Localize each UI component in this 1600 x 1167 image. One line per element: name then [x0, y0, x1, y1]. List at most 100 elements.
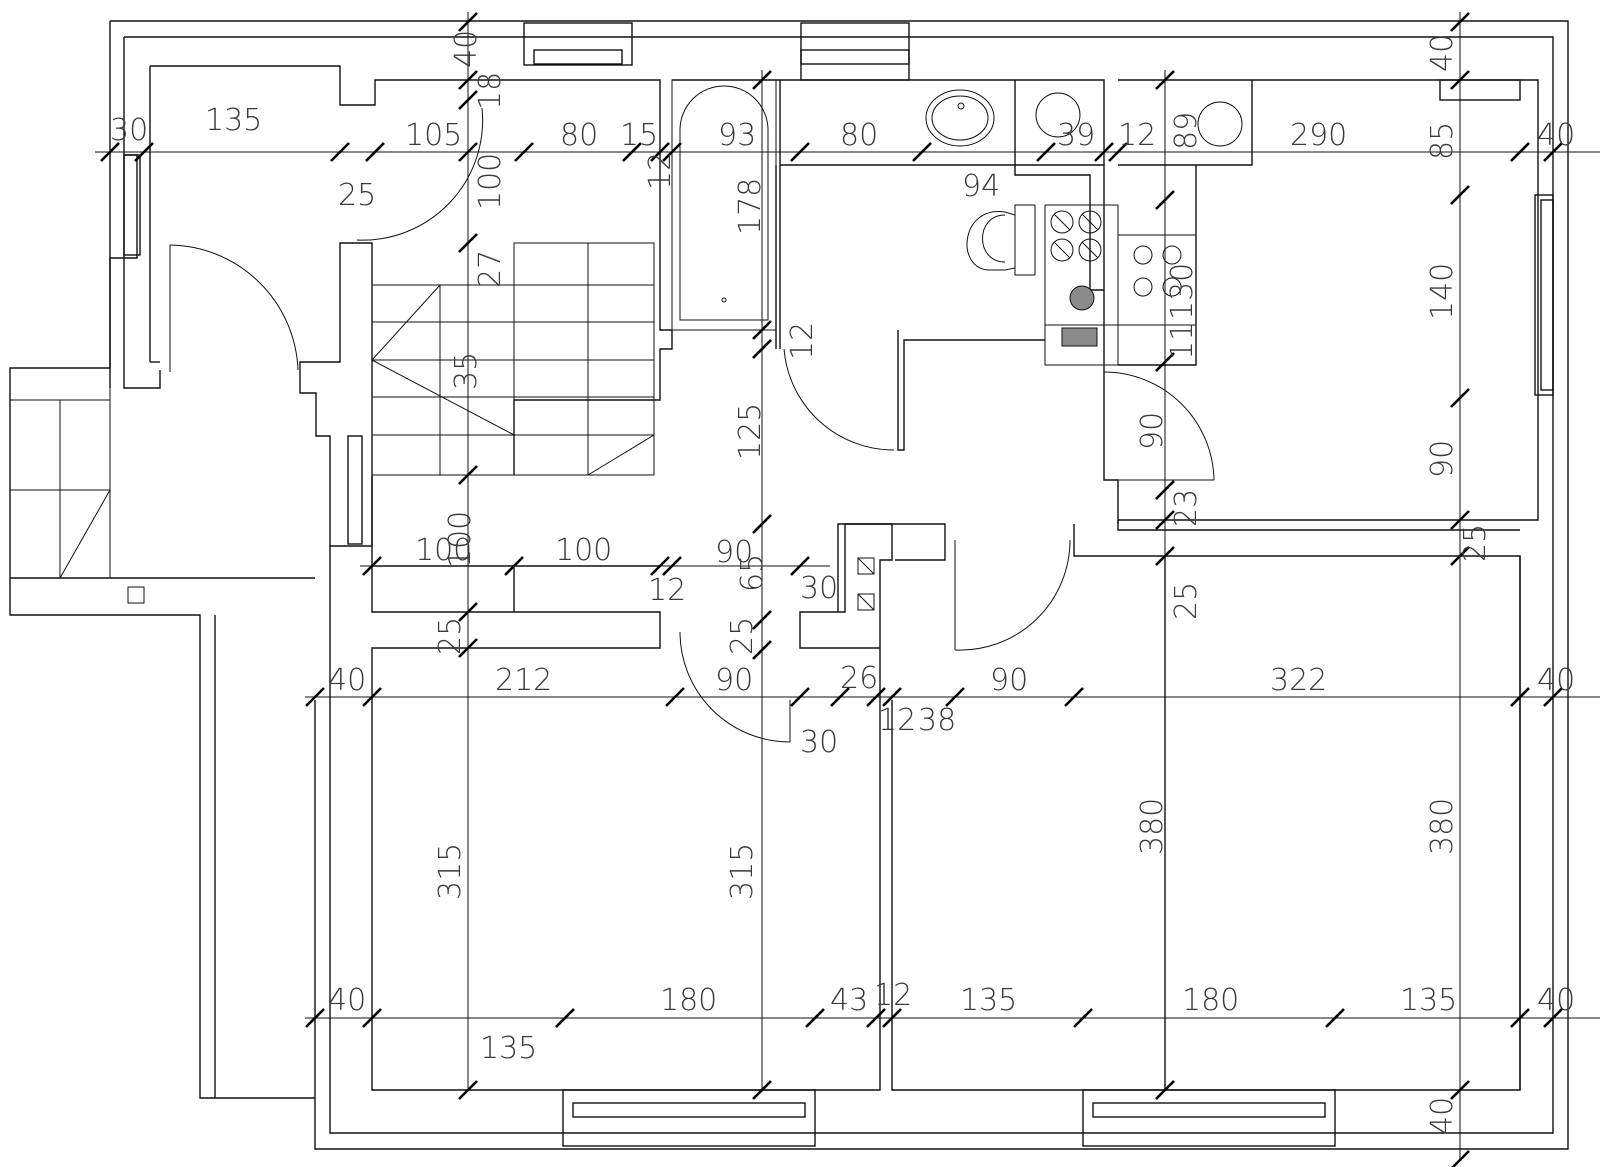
dimension-tick	[134, 142, 154, 162]
dimension-tick	[1451, 1150, 1470, 1167]
dimension-tick	[458, 1080, 478, 1100]
dimension-tick	[1073, 1008, 1093, 1028]
dimension-tick	[1094, 142, 1114, 162]
porch-steps	[9, 367, 315, 604]
fixtures	[671, 79, 1243, 611]
wall-segment	[299, 242, 373, 547]
dimension-tick	[650, 556, 670, 576]
dimension-tick	[1155, 510, 1175, 530]
dimension-tick	[1155, 70, 1175, 90]
column-marker	[127, 586, 145, 604]
wall-segment	[371, 523, 893, 1091]
dimension-tick	[662, 556, 682, 576]
dim-label: 38	[918, 703, 956, 738]
vent-shaft	[857, 593, 875, 611]
wall-segment	[837, 523, 946, 612]
staircase	[371, 242, 655, 476]
dim-label: 135	[205, 103, 262, 138]
dim-label: 212	[495, 663, 552, 698]
dimension-tick	[790, 687, 810, 707]
dim-label: 89	[1169, 112, 1204, 150]
exterior-wall-segment	[123, 37, 161, 389]
dimension-tick	[305, 687, 325, 707]
kitchen-counter	[1118, 165, 1197, 366]
dimension-tick	[662, 142, 682, 162]
dimension-ticks	[100, 12, 1563, 1167]
window-bottom-right-sash	[1092, 1102, 1326, 1118]
dim-label: 12	[648, 573, 686, 608]
dim-label: 100	[555, 533, 612, 568]
windows	[123, 22, 1554, 1147]
dimension-tick	[555, 1008, 575, 1028]
door-swing-room-right	[954, 539, 1071, 651]
dimension-tick	[330, 142, 350, 162]
dim-label: 43	[830, 983, 868, 1018]
dimension-tick	[1450, 185, 1470, 205]
dim-label: 40	[1425, 1097, 1460, 1135]
dim-label: 40	[1537, 983, 1575, 1018]
dimension-tick	[365, 142, 385, 162]
window-bottom-left	[562, 1089, 816, 1147]
window-top-left-sash	[533, 49, 623, 65]
dimension-tick	[1450, 388, 1470, 408]
dimension-tick	[882, 1008, 902, 1028]
dimension-tick	[1450, 70, 1470, 90]
wall-niche	[1439, 79, 1521, 101]
dimension-tick	[1543, 687, 1563, 707]
dim-label: 25	[725, 617, 760, 655]
window-right-sash	[1540, 199, 1554, 391]
dimension-tick	[1510, 1008, 1530, 1028]
dim-label: 178	[733, 178, 768, 235]
dimension-tick	[912, 142, 932, 162]
dimension-tick	[752, 1080, 772, 1100]
wall-segment	[1117, 520, 1520, 531]
dimension-tick	[458, 70, 478, 90]
dimension-tick	[866, 1008, 886, 1028]
wall-segment	[1118, 79, 1539, 521]
dimension-tick	[1064, 687, 1084, 707]
doors	[169, 107, 1215, 743]
dim-label: 85	[1425, 122, 1460, 160]
dim-label: 90	[990, 663, 1028, 698]
dim-label: 135	[960, 983, 1017, 1018]
dimension-tick	[1155, 352, 1175, 372]
dimension-tick	[1325, 1008, 1345, 1028]
dim-label: 25	[338, 178, 376, 213]
door-swing-bath	[783, 348, 895, 451]
dimension-tick	[805, 1008, 825, 1028]
door-swing-room-left	[679, 631, 791, 743]
vent-shaft	[857, 557, 875, 575]
dim-label: 11	[1165, 322, 1200, 360]
dim-label: 12	[785, 322, 820, 360]
dim-label: 40	[1537, 663, 1575, 698]
window-left	[123, 154, 141, 256]
dimension-tick	[362, 556, 382, 576]
dim-label: 315	[433, 843, 468, 900]
dim-label: 130	[1165, 263, 1200, 320]
dimension-tick	[752, 514, 772, 534]
dim-label: 90	[1425, 440, 1460, 478]
dimension-tick	[1543, 142, 1563, 162]
dimension-tick	[362, 687, 382, 707]
toilet-tank	[1014, 204, 1036, 276]
window-stair	[347, 435, 363, 545]
dim-label: 30	[800, 571, 838, 606]
dim-label: 135	[1400, 983, 1457, 1018]
dimension-tick	[650, 142, 670, 162]
dimension-tick	[790, 142, 810, 162]
dim-label: 40	[1537, 118, 1575, 153]
dimension-tick	[1155, 546, 1175, 566]
stair-left-flight	[371, 284, 515, 476]
dim-label: 94	[962, 169, 1000, 204]
dim-label: 35	[449, 352, 484, 390]
dim-label: 140	[1425, 263, 1460, 320]
dimension-tick	[665, 687, 685, 707]
dim-label: 380	[1425, 798, 1460, 855]
dimension-tick	[458, 602, 478, 622]
washbasin	[925, 89, 995, 147]
dim-label: 90	[1135, 412, 1170, 450]
door-swing-kitchen	[1103, 371, 1215, 481]
dim-label: 25	[433, 617, 468, 655]
dimension-tick	[514, 142, 534, 162]
dimension-lines	[95, 12, 1600, 1160]
